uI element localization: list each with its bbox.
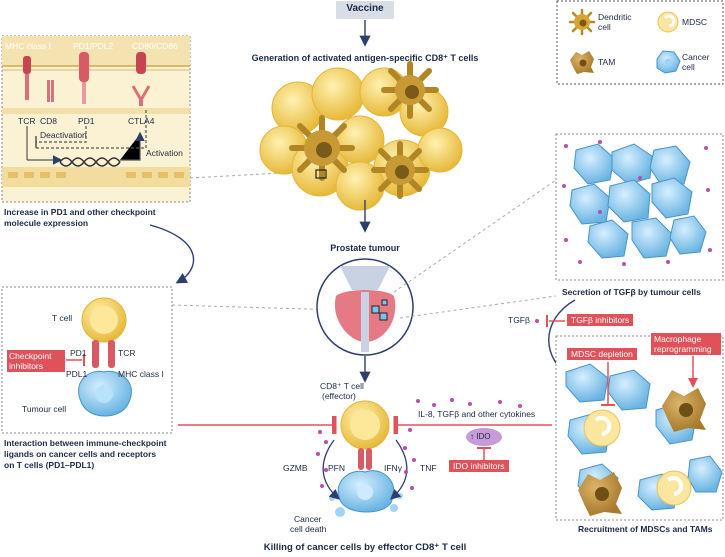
cancer-legend-icon: [656, 50, 681, 74]
interaction-pd1-label: PD1: [70, 348, 87, 358]
cytokine-dots: [416, 398, 522, 408]
interaction-tcr-label: TCR: [118, 348, 136, 358]
tumour-cell-label: Tumour cell: [22, 404, 67, 414]
macrophage-line-2: reprogramming: [654, 344, 712, 354]
prostate-title: Prostate tumour: [330, 243, 400, 253]
cd8-label: CD8: [40, 116, 58, 126]
zoom-line-lower: [399, 295, 557, 319]
interaction-caption-3: on T cells (PD1–PDL1): [4, 460, 95, 470]
legend-tam-label: TAM: [598, 57, 616, 67]
killing-title: Killing of cancer cells by effector CD8⁺…: [263, 542, 467, 553]
synapse-caption-1: Increase in PD1 and other checkpoint: [4, 207, 156, 217]
legend-box: [556, 0, 724, 85]
tgf-inhibitors-tag: TGFβ inhibitors: [567, 314, 634, 326]
interaction-mhc-label: MHC class I: [118, 369, 164, 379]
tgf-dot: [535, 319, 539, 323]
tcr-label: TCR: [18, 116, 36, 126]
synapse-panel: [1, 35, 191, 203]
legend-cancer-label: Cancer cell: [682, 52, 710, 72]
deactivation-label: Deactivation: [40, 130, 87, 140]
synapse-caption-2: molecule expression: [4, 218, 89, 228]
tcell-label: T cell: [52, 313, 73, 323]
recruitment-panel: [555, 335, 724, 521]
legend-dendritic-label: Dendritic cell: [598, 12, 632, 32]
recruitment-caption: Recruitment of MDSCs and TAMs: [578, 524, 713, 534]
prostate-diagram: [316, 258, 414, 356]
tnf-label: TNF: [420, 463, 437, 473]
mdsc-recruit-2: [656, 470, 692, 506]
tgfb-label: TGFβ: [508, 315, 530, 325]
death-label-2: cell death: [290, 524, 327, 534]
checkpoint-inhibitors-tag: Checkpoint inhibitors: [7, 350, 65, 372]
checkpoint-line-1: Checkpoint: [9, 351, 52, 361]
pdl-label: PD1/PDL2: [73, 41, 114, 51]
dendritic-center: [289, 115, 355, 181]
vaccine-box: [336, 1, 394, 19]
generation-title: Generation of activated antigen-specific…: [251, 53, 479, 63]
ido-ellipse: [466, 428, 502, 446]
pd1-label: PD1: [78, 116, 95, 126]
effector-label-1: CD8⁺ T cell: [320, 381, 364, 391]
zoom-line-upper: [393, 179, 557, 293]
macrophage-reprogramming-tag: Macrophage reprogramming: [651, 333, 721, 355]
vaccine-label: Vaccine: [346, 3, 384, 14]
activated-tcell-cluster: [259, 61, 463, 211]
cytokines-label: IL-8, TGFβ and other cytokines: [418, 409, 536, 419]
death-label-1: Cancer: [294, 514, 322, 524]
legend-mdsc-label: MDSC: [682, 17, 708, 27]
interaction-caption-2: ligands on cancer cells and receptors: [4, 449, 157, 459]
mdsc-recruit-1: [583, 409, 621, 447]
ctla4-label: CTLA4: [128, 116, 155, 126]
tam-recruit-2: [578, 472, 622, 516]
ido-inhibitors-tag: IDO inhibitors: [449, 460, 509, 472]
mdsc-depletion-tag: MDSC depletion: [567, 348, 637, 360]
pfn-label: PFN: [328, 463, 345, 473]
dendritic-right: [381, 61, 439, 119]
activation-label: Activation: [146, 148, 183, 158]
mhc-label: MHC class I: [5, 41, 51, 51]
panel-link-arrow: [149, 224, 195, 284]
effector-killing: [316, 400, 416, 517]
cd80-label: CD80/CD86: [132, 41, 178, 51]
dendritic-legend-icon: [568, 8, 596, 36]
interaction-caption-1: Interaction between immune-checkpoint: [4, 438, 167, 448]
macrophage-line-1: Macrophage: [654, 334, 702, 344]
mdsc-legend-icon: [657, 11, 679, 33]
ido-label: ↑ IDO: [470, 432, 491, 441]
effector-label-2: (effector): [322, 391, 356, 401]
tam-recruit-1: [662, 388, 706, 432]
tam-legend-icon: [570, 51, 594, 74]
tgf-caption: Secretion of TGFβ by tumour cells: [562, 287, 701, 297]
dendritic-lower: [371, 141, 429, 199]
gzmb-label: GZMB: [283, 463, 308, 473]
tgf-panel: [555, 133, 724, 281]
interaction-pdl1-label: PDL1: [66, 369, 88, 379]
checkpoint-line-2: inhibitors: [9, 361, 44, 371]
ifn-label: IFNγ: [384, 463, 402, 473]
